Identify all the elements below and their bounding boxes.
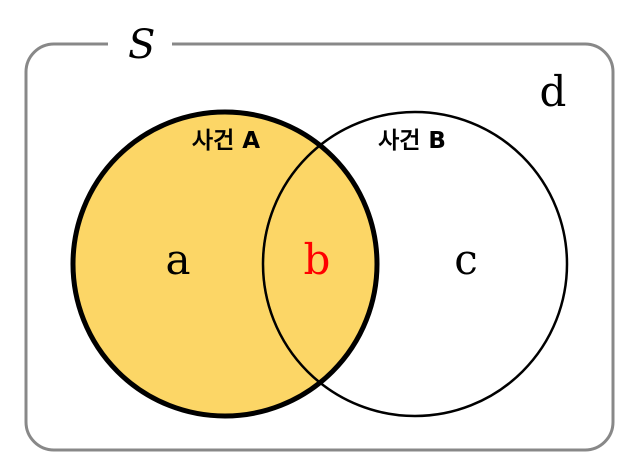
event-b-label: 사건 B [378, 128, 446, 154]
universe-label-backdrop [108, 30, 172, 58]
region-d-label: d [540, 67, 567, 116]
event-a-circle [73, 112, 377, 416]
event-a-outline [70, 109, 380, 419]
event-a-label: 사건 A [192, 128, 260, 154]
universe-label: S [128, 22, 155, 68]
region-b-label: b [304, 235, 331, 284]
intersection-outline [262, 112, 377, 416]
region-a-label: a [165, 235, 190, 284]
universe-box [24, 42, 615, 452]
region-c-label: c [454, 235, 478, 284]
